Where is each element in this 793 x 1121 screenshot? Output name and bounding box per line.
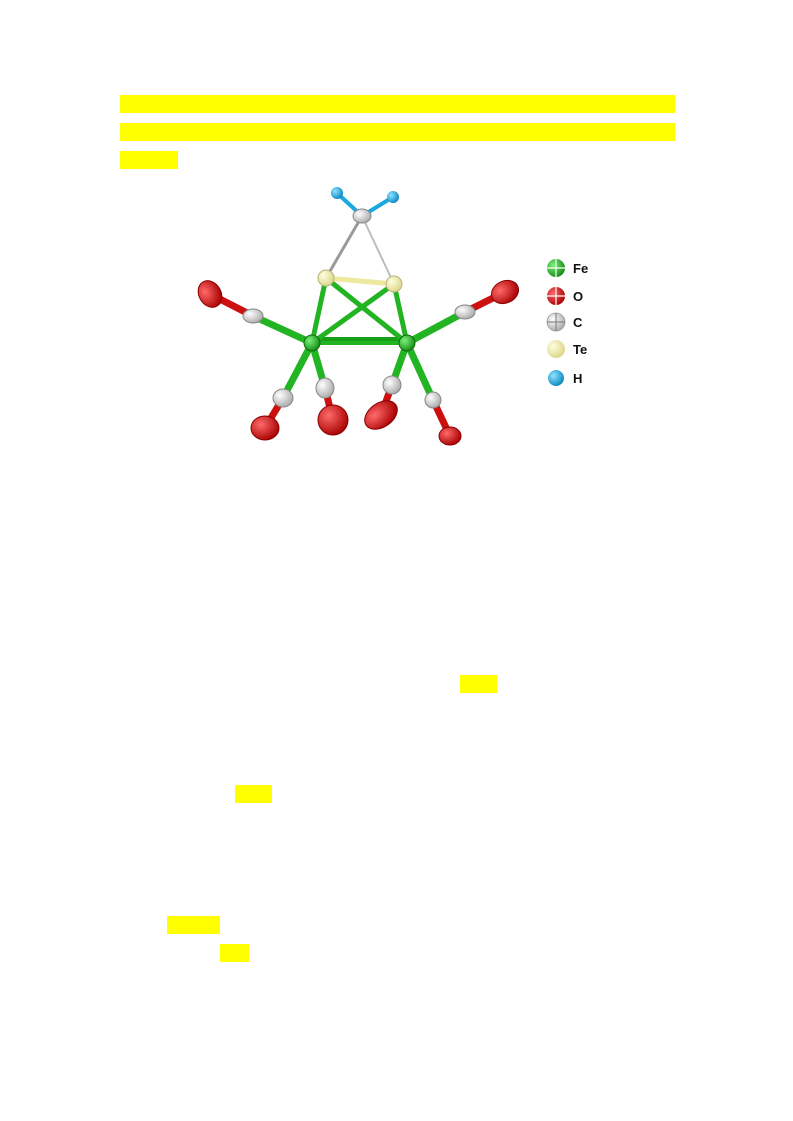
legend-item-fe: Fe <box>547 259 588 277</box>
text-highlight-2 <box>235 785 272 803</box>
legend-label-fe: Fe <box>573 261 588 276</box>
legend-swatch-h <box>548 370 564 386</box>
caption-highlight-line-3 <box>120 151 178 169</box>
crystal-structure-figure: Fe O C Te H <box>185 180 600 460</box>
legend-label-c: C <box>573 315 583 330</box>
legend-item-o: O <box>547 287 583 305</box>
text-highlight-1 <box>460 675 497 693</box>
caption-highlight-line-1 <box>120 95 675 113</box>
legend-label-o: O <box>573 289 583 304</box>
text-highlight-4 <box>220 944 249 962</box>
legend-label-h: H <box>573 371 582 386</box>
molecule-diagram: Fe O C Te H <box>197 187 588 446</box>
atoms <box>197 187 520 446</box>
caption-highlight-line-2 <box>120 123 675 141</box>
legend-label-te: Te <box>573 342 587 357</box>
figure-legend: Fe O C Te H <box>546 259 588 386</box>
legend-item-c: C <box>546 312 583 332</box>
text-highlight-3 <box>167 916 220 934</box>
legend-swatch-te <box>547 340 565 358</box>
legend-item-te: Te <box>547 340 587 358</box>
legend-item-h: H <box>548 370 582 386</box>
